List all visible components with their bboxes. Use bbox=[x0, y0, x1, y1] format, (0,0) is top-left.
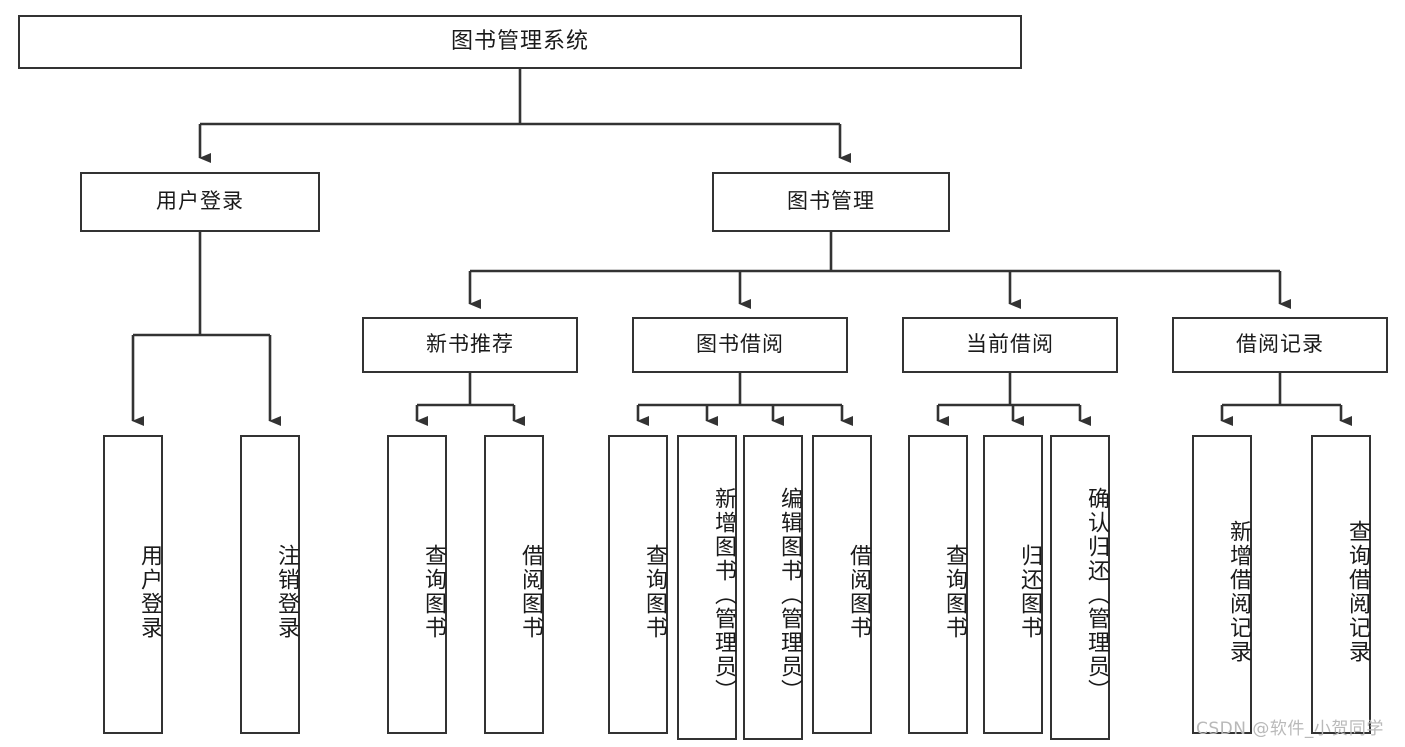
node-book-management[interactable]: 图书管理 bbox=[712, 172, 950, 232]
leaf-add-borrow-record-label: 新增借阅记录 bbox=[1226, 519, 1251, 664]
leaf-confirm-return-admin[interactable]: 确认归还（管理员） bbox=[1050, 435, 1110, 740]
leaf-query-book-rec[interactable]: 查询图书 bbox=[387, 435, 447, 734]
leaf-add-book-admin[interactable]: 新增图书（管理员） bbox=[677, 435, 737, 740]
leaf-query-book-bb[interactable]: 查询图书 bbox=[608, 435, 668, 734]
leaf-logout-label: 注销登录 bbox=[274, 543, 299, 640]
csdn-watermark: CSDN @软件_小贺同学 bbox=[1196, 719, 1384, 739]
leaf-edit-book-admin[interactable]: 编辑图书（管理员） bbox=[743, 435, 803, 740]
leaf-add-borrow-record[interactable]: 新增借阅记录 bbox=[1192, 435, 1252, 734]
leaf-return-book[interactable]: 归还图书 bbox=[983, 435, 1043, 734]
node-current-borrow[interactable]: 当前借阅 bbox=[902, 317, 1118, 373]
leaf-query-book-cb-label: 查询图书 bbox=[942, 543, 967, 640]
leaf-borrow-book-bb-label: 借阅图书 bbox=[846, 543, 871, 640]
leaf-query-book-rec-label: 查询图书 bbox=[421, 543, 446, 640]
node-user-login-label: 用户登录 bbox=[156, 189, 244, 214]
leaf-confirm-return-admin-label: 确认归还（管理员） bbox=[1084, 486, 1109, 703]
leaf-user-login-label: 用户登录 bbox=[137, 543, 162, 640]
node-new-book-recommend-label: 新书推荐 bbox=[426, 332, 514, 357]
leaf-logout[interactable]: 注销登录 bbox=[240, 435, 300, 734]
node-book-management-label: 图书管理 bbox=[787, 189, 875, 214]
leaf-borrow-book-rec-label: 借阅图书 bbox=[518, 543, 543, 640]
node-root[interactable]: 图书管理系统 bbox=[18, 15, 1022, 69]
leaf-query-book-cb[interactable]: 查询图书 bbox=[908, 435, 968, 734]
node-borrow-record[interactable]: 借阅记录 bbox=[1172, 317, 1388, 373]
leaf-return-book-label: 归还图书 bbox=[1017, 543, 1042, 640]
node-current-borrow-label: 当前借阅 bbox=[966, 332, 1054, 357]
leaf-query-borrow-record[interactable]: 查询借阅记录 bbox=[1311, 435, 1371, 734]
node-user-login[interactable]: 用户登录 bbox=[80, 172, 320, 232]
leaf-add-book-admin-label: 新增图书（管理员） bbox=[711, 486, 736, 703]
node-borrow-record-label: 借阅记录 bbox=[1236, 332, 1324, 357]
node-new-book-recommend[interactable]: 新书推荐 bbox=[362, 317, 578, 373]
leaf-query-book-bb-label: 查询图书 bbox=[642, 543, 667, 640]
leaf-borrow-book-rec[interactable]: 借阅图书 bbox=[484, 435, 544, 734]
node-book-borrow-label: 图书借阅 bbox=[696, 332, 784, 357]
node-root-label: 图书管理系统 bbox=[450, 28, 589, 54]
leaf-user-login[interactable]: 用户登录 bbox=[103, 435, 163, 734]
node-book-borrow[interactable]: 图书借阅 bbox=[632, 317, 848, 373]
leaf-edit-book-admin-label: 编辑图书（管理员） bbox=[777, 486, 802, 703]
leaf-query-borrow-record-label: 查询借阅记录 bbox=[1345, 519, 1370, 664]
leaf-borrow-book-bb[interactable]: 借阅图书 bbox=[812, 435, 872, 734]
